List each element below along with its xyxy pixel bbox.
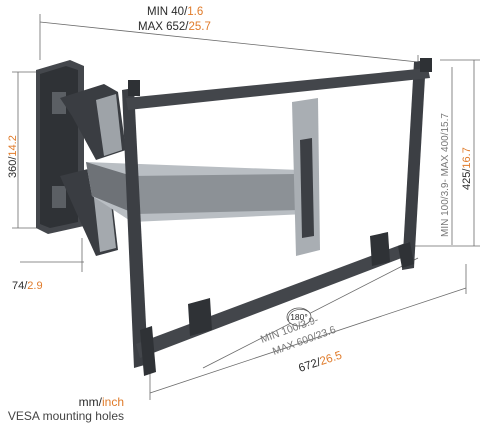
extension-max-label: MAX 652/25.7 xyxy=(138,21,211,33)
extension-min-label: MIN 40/1.6 xyxy=(147,6,203,18)
wall-plate-depth-label: 74/2.9 xyxy=(12,280,43,292)
legend-caption: VESA mounting holes xyxy=(8,409,124,423)
tv-frame xyxy=(122,58,432,376)
frame-height-label: 425/16.7 xyxy=(461,147,473,190)
rotation-badge: 180° xyxy=(286,307,312,327)
legend-units: mm/inch xyxy=(79,395,124,409)
rotation-label: 180° xyxy=(290,312,308,322)
frame-width-label: 672/26.5 xyxy=(297,350,343,375)
swing-arm xyxy=(60,84,306,256)
wall-plate-height-label: 360/14.2 xyxy=(7,135,19,178)
dimension-lines xyxy=(12,14,480,400)
vesa-vertical-label: MIN 100/3.9- MAX 400/15.7 xyxy=(440,113,451,237)
